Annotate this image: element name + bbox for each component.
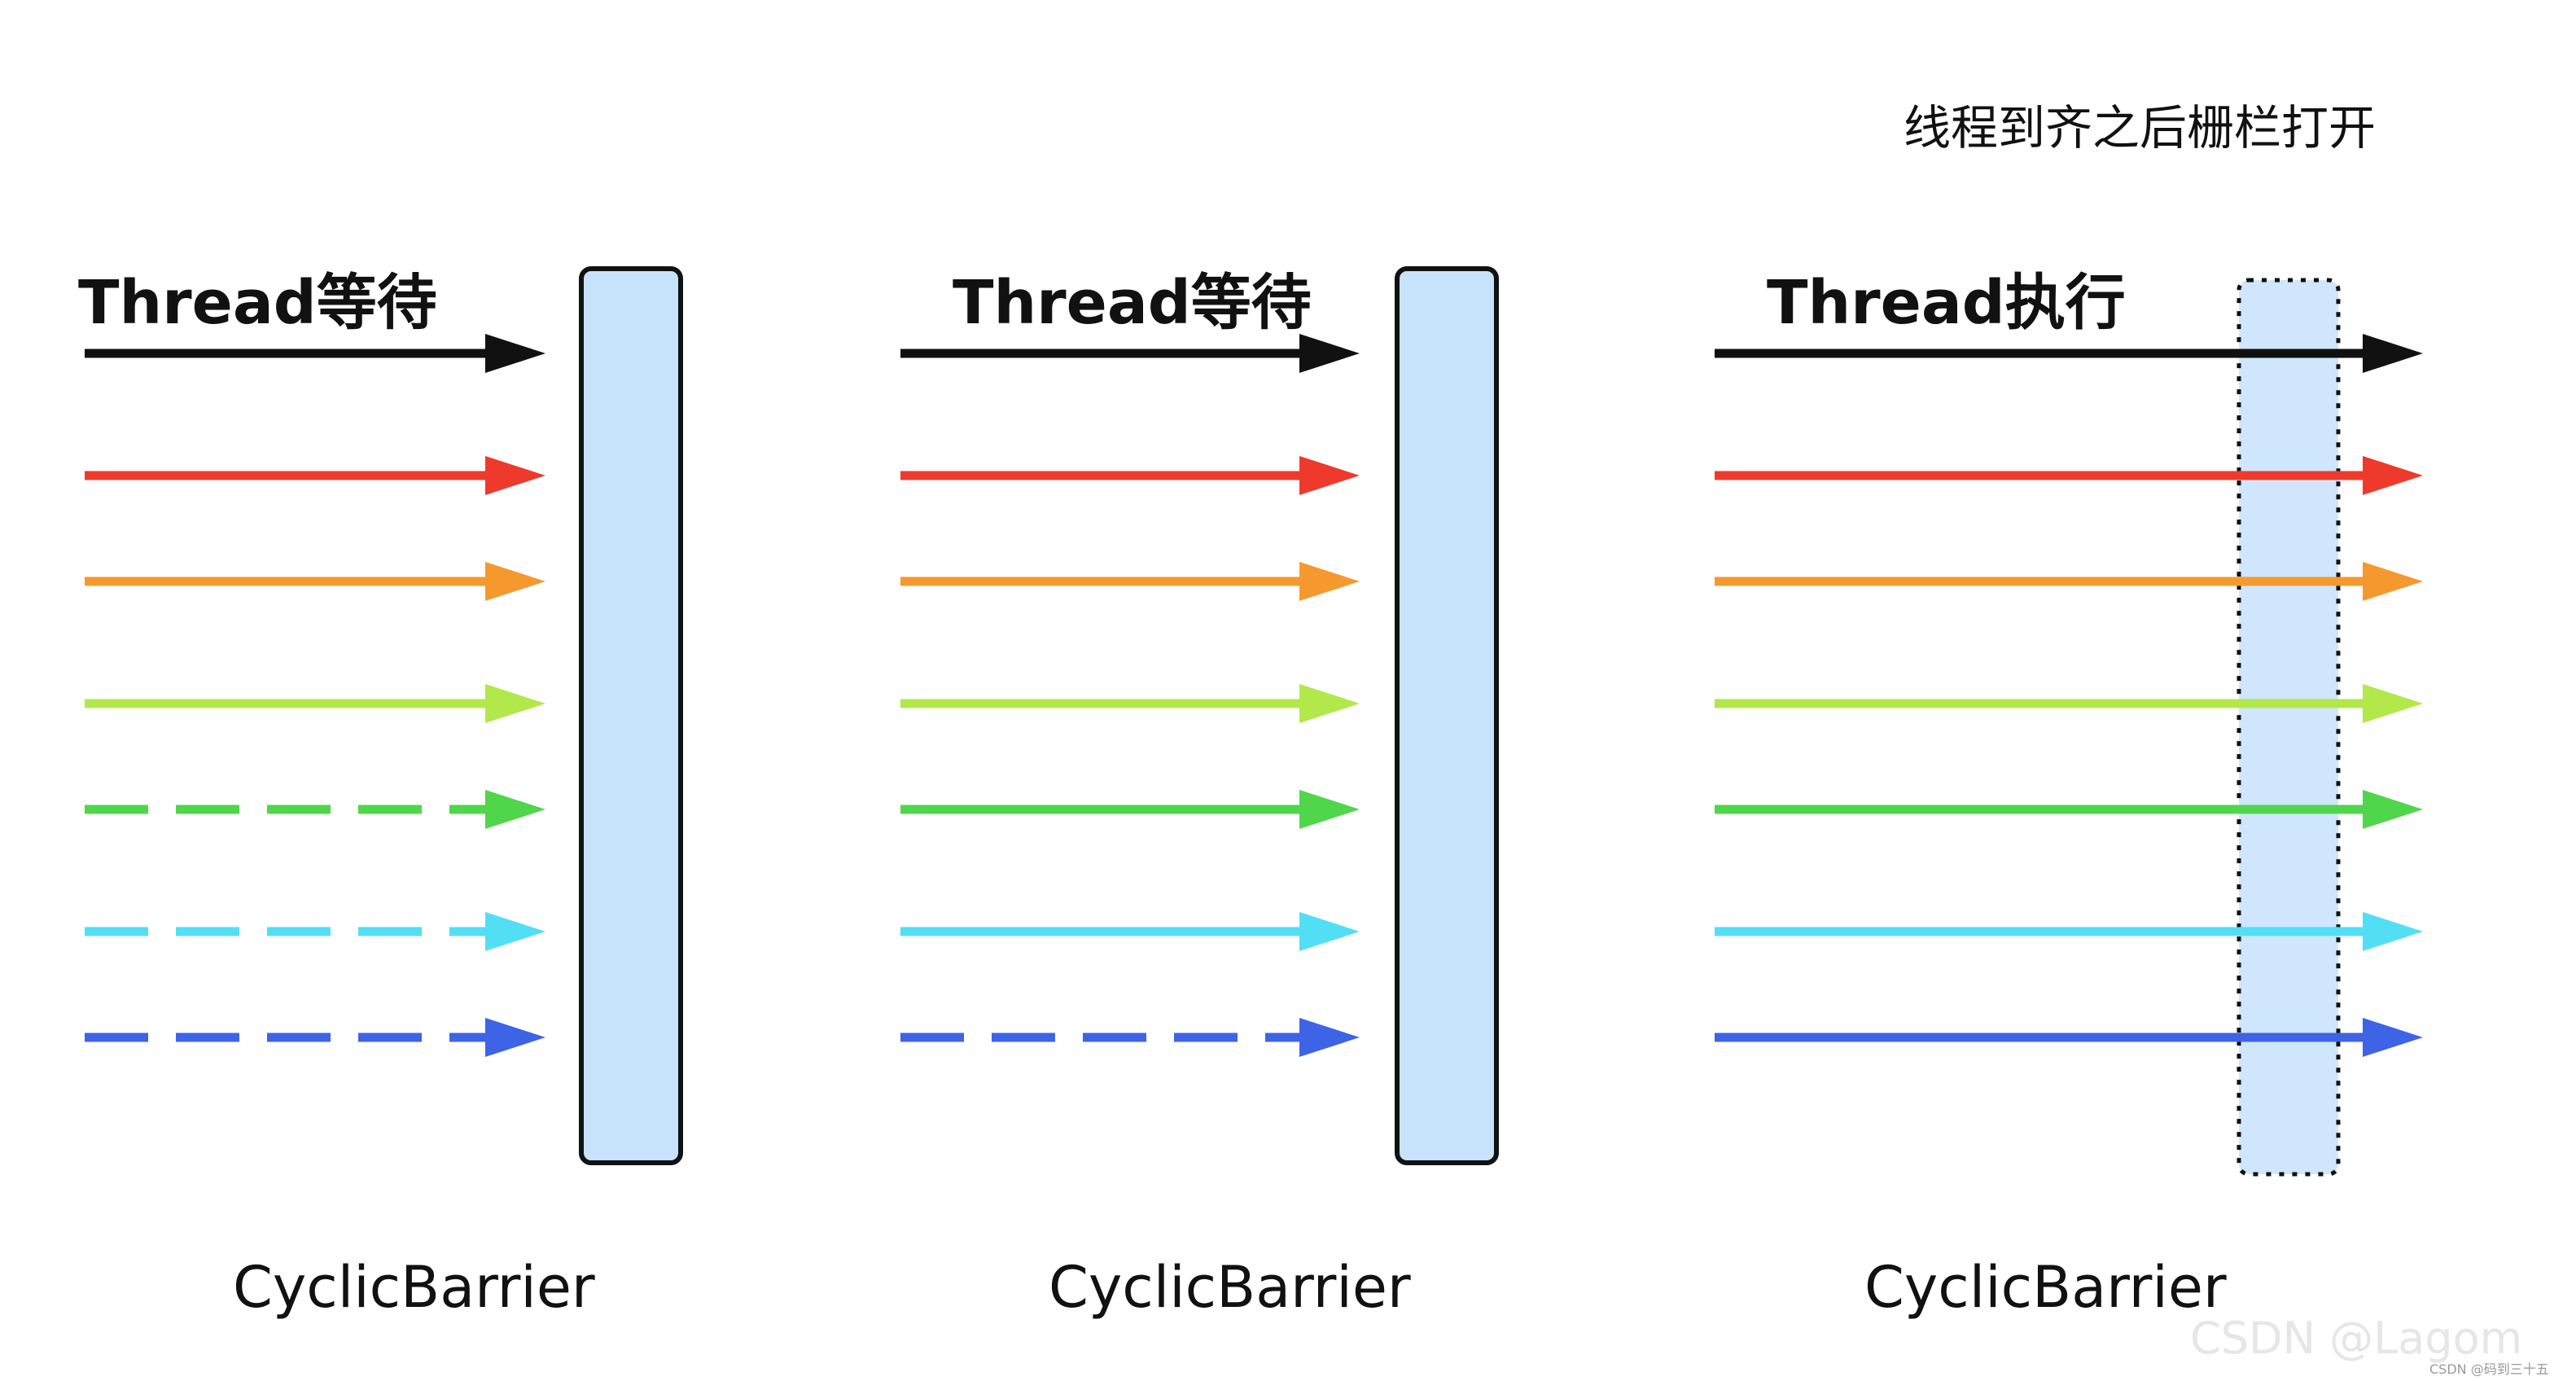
panel-3	[1715, 278, 2423, 1177]
panel-1	[85, 266, 683, 1165]
panel-1-thread-5-arrowhead	[485, 790, 545, 829]
panel-1-thread-4-arrowhead	[485, 684, 545, 723]
panel-3-thread-2-arrowhead	[2363, 456, 2423, 495]
panel-3-barrier	[2236, 278, 2341, 1177]
panel-1-thread-2-arrowhead	[485, 456, 545, 495]
panel-2-thread-4-arrowhead	[1299, 684, 1360, 723]
panel-3-thread-3-arrowhead	[2363, 562, 2423, 601]
panel-3-thread-1-arrowhead	[2363, 334, 2423, 373]
panel-2-thread-5-arrowhead	[1299, 790, 1360, 829]
panel-2-label: Thread等待	[953, 268, 1312, 338]
panel-1-label: Thread等待	[78, 268, 437, 338]
panel-2-thread-1-arrowhead	[1299, 334, 1360, 373]
panel-1-barrier-label: CyclicBarrier	[233, 1254, 595, 1321]
panel-2-thread-2-arrowhead	[1299, 456, 1360, 495]
watermark: CSDN @Lagom	[2190, 1313, 2523, 1364]
panel-3-label: Thread执行	[1767, 268, 2126, 338]
panel-3-thread-5-arrowhead	[2363, 790, 2423, 829]
panel-1-thread-1-arrowhead	[485, 334, 545, 373]
watermark-small: CSDN @码到三十五	[2429, 1361, 2549, 1377]
panel-2-barrier	[1395, 266, 1499, 1165]
panel-3-thread-4-arrowhead	[2363, 684, 2423, 723]
panel-2	[900, 266, 1499, 1165]
panel-3-thread-6-arrowhead	[2363, 912, 2423, 951]
panel-2-thread-3-arrowhead	[1299, 562, 1360, 601]
diagram-caption: 线程到齐之后栅栏打开	[1904, 100, 2377, 156]
panel-1-barrier	[579, 266, 683, 1165]
panel-1-thread-6-arrowhead	[485, 912, 545, 951]
panel-2-barrier-label: CyclicBarrier	[1049, 1254, 1411, 1321]
panel-3-thread-7-arrowhead	[2363, 1018, 2423, 1057]
panel-1-thread-3-arrowhead	[485, 562, 545, 601]
panel-2-thread-6-arrowhead	[1299, 912, 1360, 951]
panel-3-barrier-label: CyclicBarrier	[1864, 1254, 2227, 1321]
panel-1-thread-7-arrowhead	[485, 1018, 545, 1057]
panel-2-thread-7-arrowhead	[1299, 1018, 1360, 1057]
